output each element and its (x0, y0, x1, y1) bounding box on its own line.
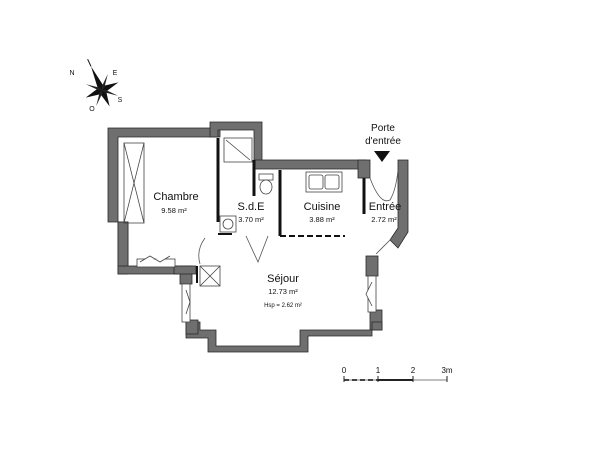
toilet-icon (258, 173, 274, 195)
room-area-sejour: 12.73 m² (268, 287, 298, 296)
room-label-sejour: Séjour (267, 273, 299, 285)
washbasin-icon (219, 215, 237, 233)
scale-tick-0: 0 (341, 366, 347, 375)
partitions (196, 138, 366, 283)
room-area-chambre: 9.58 m² (161, 206, 187, 215)
room-label-cuisine: Cuisine (303, 201, 341, 213)
kitchen-sink-icon (305, 171, 343, 193)
room-area-cuisine: 3.88 m² (309, 215, 335, 224)
compass-north-label: N (69, 70, 75, 77)
room-label-entree: Entrée (368, 201, 402, 213)
compass-west-label: O (89, 106, 95, 113)
room-label-sde: S.d.E (237, 201, 265, 213)
compass-south-label: S (117, 97, 123, 104)
compass-rose-icon (85, 58, 119, 107)
room-area-entree: 2.72 m² (371, 215, 397, 224)
shower-icon (223, 137, 253, 163)
ceiling-height-note: Hsp = 2.62 m² (264, 303, 302, 309)
scale-bar (343, 376, 448, 382)
room-area-sde: 3.70 m² (238, 215, 264, 224)
entrance-label-line2: d'entrée (365, 136, 401, 147)
room-label-chambre: Chambre (153, 191, 199, 203)
entrance-label: Porte d'entrée (365, 122, 401, 148)
wardrobe-icon (123, 142, 145, 224)
doors (198, 169, 399, 265)
entrance-arrow-icon (374, 151, 390, 162)
compass-east-label: E (112, 70, 118, 77)
walls (107, 121, 409, 353)
scale-tick-2: 2 (410, 366, 416, 375)
scale-tick-3: 3m (441, 366, 453, 375)
windows (136, 255, 377, 323)
scale-tick-1: 1 (375, 366, 381, 375)
entrance-label-line1: Porte (371, 123, 395, 134)
